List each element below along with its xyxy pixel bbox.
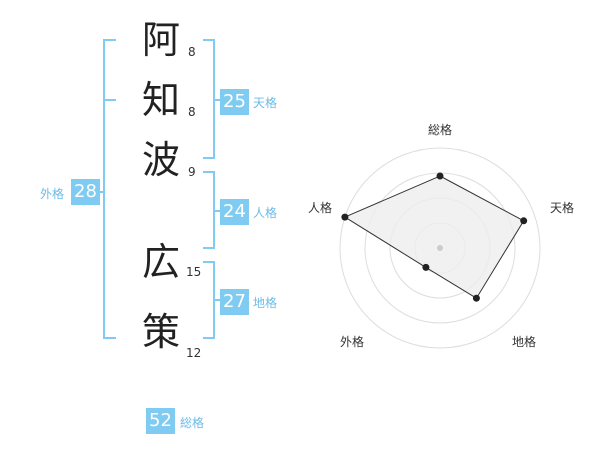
stroke-count-3: 9 bbox=[188, 165, 196, 179]
radar-point-5 bbox=[341, 213, 349, 221]
radar-point-1 bbox=[436, 172, 444, 180]
radar-axis-label-chikaku: 地格 bbox=[512, 335, 537, 349]
gaikaku-bracket bbox=[103, 39, 116, 339]
name-char-5: 策 bbox=[141, 310, 180, 354]
name-char-4: 広 bbox=[141, 240, 180, 284]
radar-center bbox=[437, 245, 443, 251]
stroke-count-2: 8 bbox=[188, 105, 196, 119]
jinkaku-label: 人格 bbox=[253, 206, 278, 220]
soukaku-label: 総格 bbox=[180, 416, 205, 430]
stroke-count-4: 15 bbox=[186, 265, 202, 279]
name-char-2: 知 bbox=[141, 78, 180, 122]
radar-ring bbox=[339, 147, 541, 349]
chikaku-label: 地格 bbox=[253, 296, 278, 310]
chikaku-value: 27 bbox=[220, 289, 249, 315]
radar-axis-label-jinkaku: 人格 bbox=[308, 201, 333, 215]
soukaku-value: 52 bbox=[146, 408, 175, 434]
name-char-3: 波 bbox=[141, 138, 180, 182]
jinkaku-value: 24 bbox=[220, 199, 249, 225]
gaikaku-label: 外格 bbox=[40, 187, 65, 201]
tenkaku-label: 天格 bbox=[253, 96, 278, 110]
gaikaku-value: 28 bbox=[71, 179, 100, 205]
radar-polygon bbox=[343, 175, 525, 299]
radar-point-3 bbox=[472, 294, 480, 302]
radar-axis-label-soukaku: 総格 bbox=[428, 123, 453, 137]
name-char-1: 阿 bbox=[141, 18, 180, 62]
radar-point-2 bbox=[520, 217, 528, 225]
radar-point-4 bbox=[422, 263, 430, 271]
stroke-count-5: 12 bbox=[186, 346, 202, 360]
radar-axis-label-tenkaku: 天格 bbox=[550, 201, 575, 215]
stroke-count-1: 8 bbox=[188, 45, 196, 59]
radar-axis-label-gaikaku: 外格 bbox=[340, 335, 365, 349]
tenkaku-value: 25 bbox=[220, 89, 249, 115]
